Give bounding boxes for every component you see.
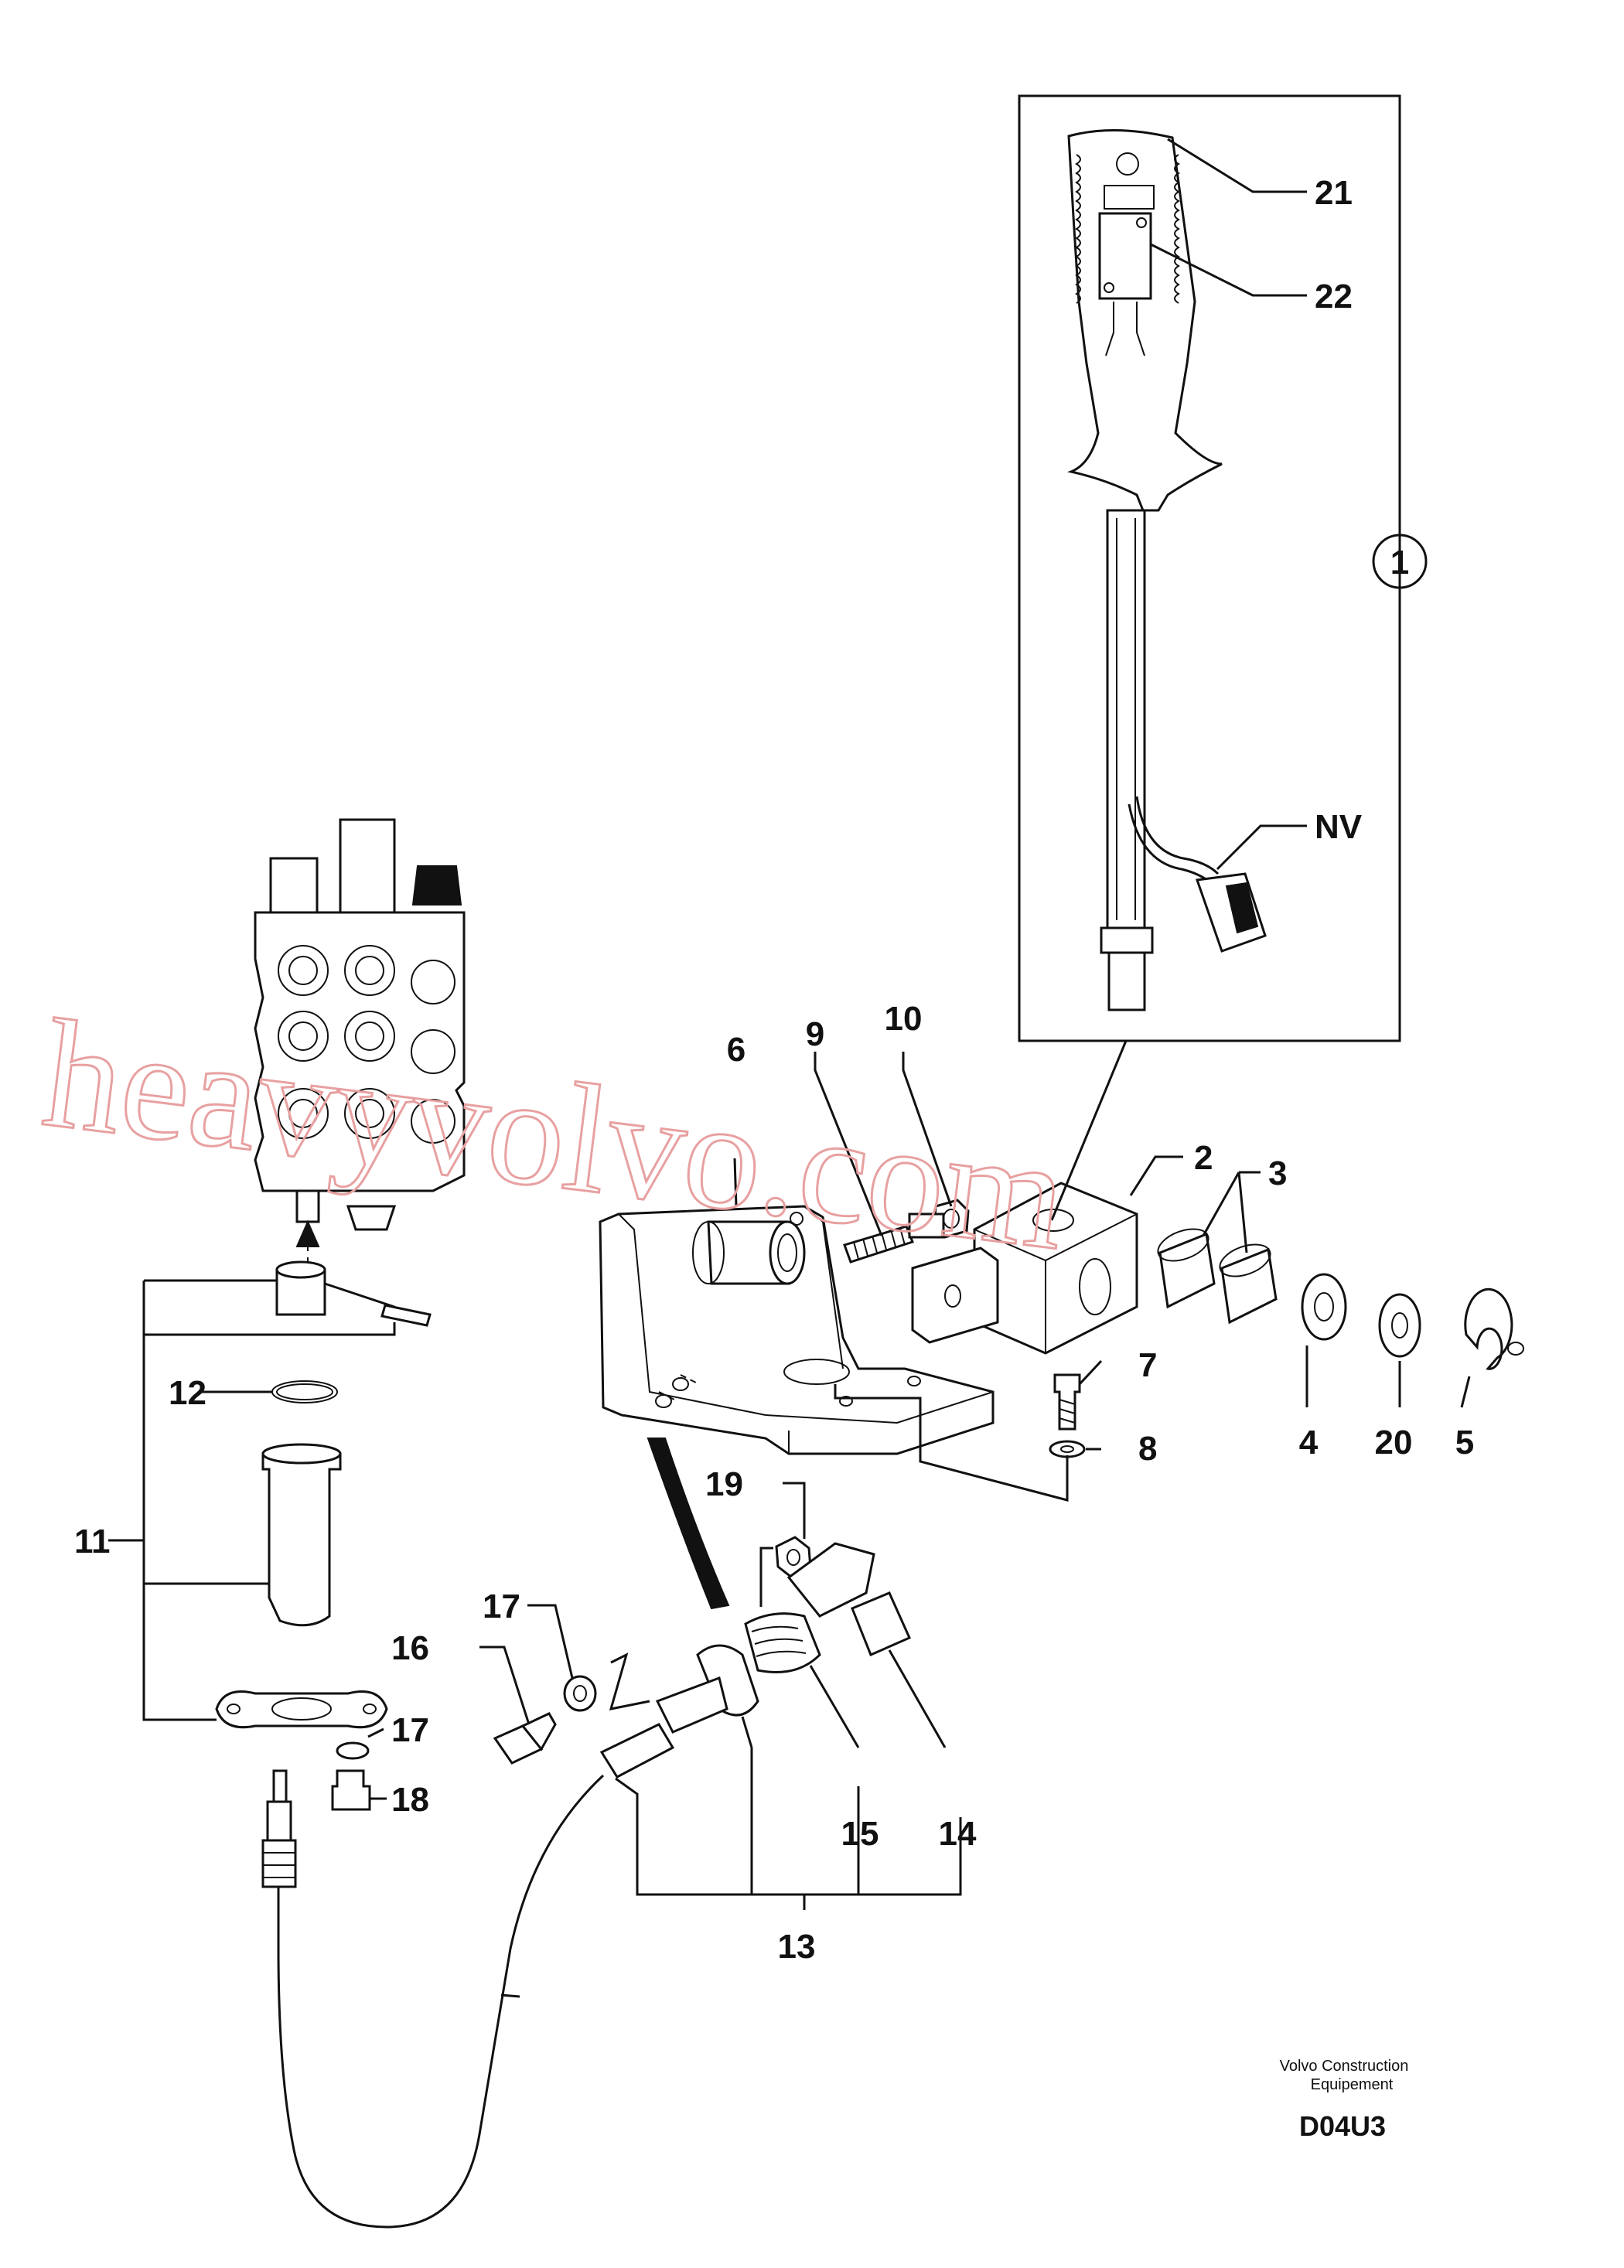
block-tab <box>911 1247 999 1344</box>
callout-9: 9 <box>806 1015 824 1053</box>
callout-labels: 1 21 22 NV 6 9 10 2 3 7 8 4 20 5 12 11 1… <box>74 174 1474 1966</box>
flange <box>215 1690 388 1729</box>
callout-3: 3 <box>1268 1154 1287 1192</box>
cable-flange <box>696 1644 759 1717</box>
callout-8: 8 <box>1138 1430 1157 1468</box>
cable-label-tag <box>851 1591 911 1656</box>
washer-8 <box>1049 1440 1086 1458</box>
callout-18: 18 <box>391 1781 429 1819</box>
callout-15: 15 <box>841 1815 879 1853</box>
diagram-code: D04U3 <box>1299 2110 1386 2142</box>
cable-clevis <box>786 1542 875 1618</box>
callout-4: 4 <box>1299 1424 1319 1461</box>
cable-sheath <box>277 1774 605 2229</box>
joystick-lever-assembly <box>1018 94 1401 1042</box>
lever-handle <box>1066 129 1223 512</box>
callout-1: 1 <box>1390 544 1409 581</box>
bushing-3a <box>1158 1232 1216 1309</box>
cable-end-fitting <box>261 1839 297 1888</box>
adapter-18 <box>331 1769 371 1811</box>
washer-20 <box>1378 1293 1421 1358</box>
credit-line-1: Volvo Construction <box>1280 2058 1409 2075</box>
callout-2: 2 <box>1194 1139 1213 1177</box>
circlip-5 <box>1464 1287 1513 1370</box>
pin <box>380 1304 432 1327</box>
mounting-bracket <box>599 1158 995 1455</box>
bolt-and-washer <box>834 1359 1103 1502</box>
control-cable-assembly <box>261 1438 962 2229</box>
washer-4 <box>1301 1273 1347 1341</box>
lever-bottom-fitting <box>1100 926 1154 954</box>
control-valve <box>254 818 466 1284</box>
callout-10: 10 <box>885 1000 923 1038</box>
callout-17b: 17 <box>391 1711 429 1749</box>
callout-6: 6 <box>727 1031 745 1069</box>
switch-body <box>1098 212 1152 300</box>
cable-rod-end <box>599 1723 675 1779</box>
callout-7: 7 <box>1138 1346 1157 1384</box>
washer-17b <box>336 1741 370 1760</box>
o-ring <box>271 1380 339 1403</box>
callout-20: 20 <box>1375 1424 1413 1461</box>
callout-12: 12 <box>169 1374 206 1412</box>
callout-11: 11 <box>74 1523 111 1560</box>
credit-line-2: Equipement <box>1311 2076 1394 2093</box>
spool-kit-group <box>108 1260 432 1729</box>
lever-rod <box>1106 509 1146 929</box>
callout-19: 19 <box>705 1465 743 1503</box>
callout-21: 21 <box>1315 174 1353 212</box>
bushing-3b <box>1220 1247 1278 1325</box>
cable-routing-strap <box>647 1438 730 1610</box>
stud-9 <box>843 1225 914 1264</box>
callout-17a: 17 <box>483 1588 520 1625</box>
callout-13: 13 <box>778 1928 816 1966</box>
callout-14: 14 <box>939 1815 977 1853</box>
callout-1-circle <box>1372 534 1428 589</box>
callout-22: 22 <box>1315 278 1353 315</box>
sleeve <box>261 1452 342 1627</box>
callout-5: 5 <box>1455 1424 1474 1461</box>
callout-16: 16 <box>391 1629 429 1667</box>
bushings-and-washers <box>1157 1171 1524 1408</box>
lever-block <box>908 1040 1183 1355</box>
washer-17a <box>563 1675 597 1712</box>
fittings-group <box>331 1604 650 1811</box>
callout-nv: NV <box>1315 808 1363 846</box>
lever-cable <box>1135 796 1220 875</box>
